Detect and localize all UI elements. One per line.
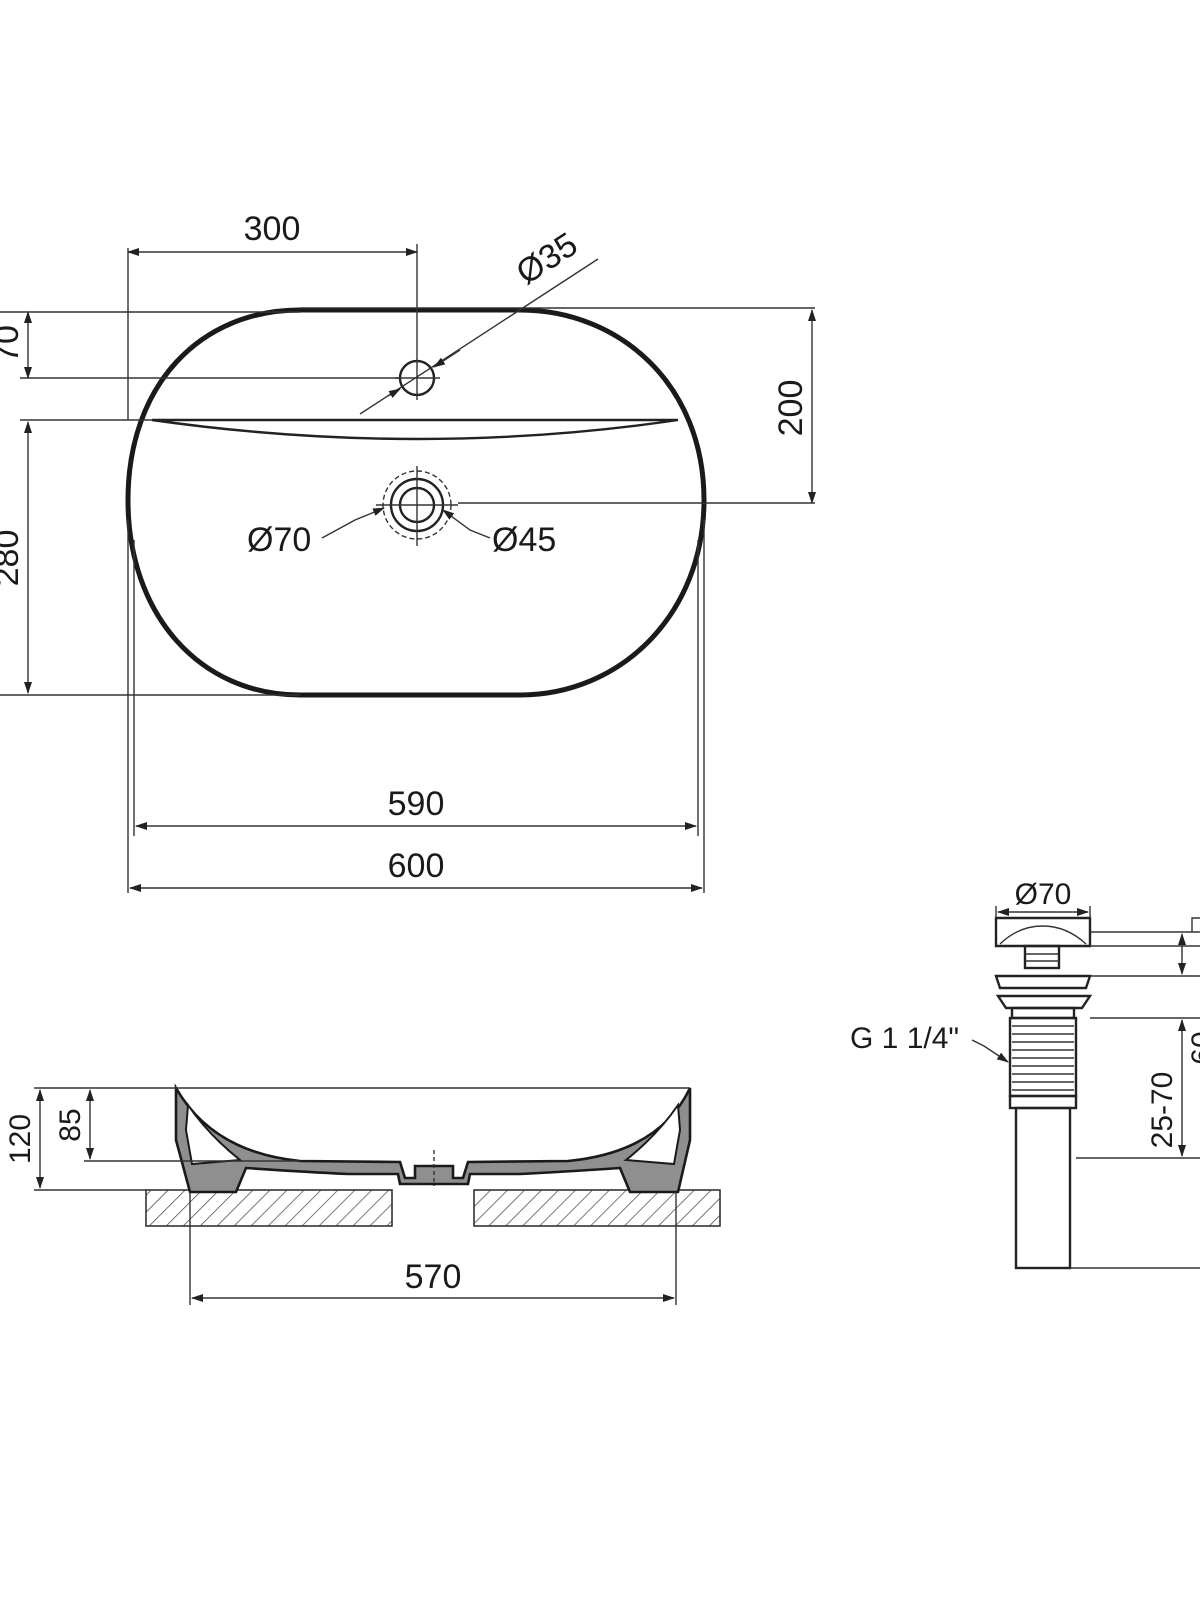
dim-partial: 60 xyxy=(1186,1031,1200,1064)
dim-thread: G 1 1/4" xyxy=(850,1022,959,1055)
drain-thread-body xyxy=(1008,1016,1078,1098)
basin-hollow-right xyxy=(623,1102,682,1166)
dim-bowl-depth: 85 xyxy=(54,1108,87,1141)
basin-section xyxy=(174,1083,692,1194)
basin-outline xyxy=(125,307,707,698)
dim-depth-280: 280 xyxy=(0,530,26,587)
dim-height-200: 200 xyxy=(772,380,810,437)
dim-base-width: 570 xyxy=(405,1258,462,1296)
tap-hole-leader xyxy=(359,258,599,415)
dim-tap-offset: 300 xyxy=(244,210,301,248)
basin-hollow-left xyxy=(184,1102,243,1166)
dim-range: 25-70 xyxy=(1146,1072,1179,1149)
drain-outer-leader xyxy=(321,507,385,539)
dim-drain-outer: Ø70 xyxy=(247,521,311,559)
dim-inner-width: 590 xyxy=(388,785,445,823)
drain-cap xyxy=(994,916,1092,948)
dim-outer-width: 600 xyxy=(388,847,445,885)
dim-cap: Ø70 xyxy=(1015,878,1072,911)
thread-leader xyxy=(971,1039,1009,1063)
dim-tap-hole: Ø35 xyxy=(510,225,585,292)
drain-tail-pipe xyxy=(1014,1106,1072,1270)
drain-thread-lines xyxy=(1012,1025,1074,1091)
dim-drain-inner: Ø45 xyxy=(492,521,556,559)
side-view: 120 85 570 xyxy=(4,1083,721,1305)
drain-view: Ø70 25-70 60 G 1 1/4" xyxy=(850,878,1200,1270)
countertop-right xyxy=(473,1189,721,1227)
dim-total-height: 120 xyxy=(4,1114,37,1164)
countertop-left xyxy=(145,1189,393,1227)
dim-top-70: 70 xyxy=(0,325,26,363)
drain-flange xyxy=(994,974,1092,990)
drain-inner-leader xyxy=(442,509,491,539)
top-view: Ø35 Ø70 Ø45 300 200 70 280 xyxy=(0,210,816,893)
tap-deck-edge xyxy=(151,418,679,441)
